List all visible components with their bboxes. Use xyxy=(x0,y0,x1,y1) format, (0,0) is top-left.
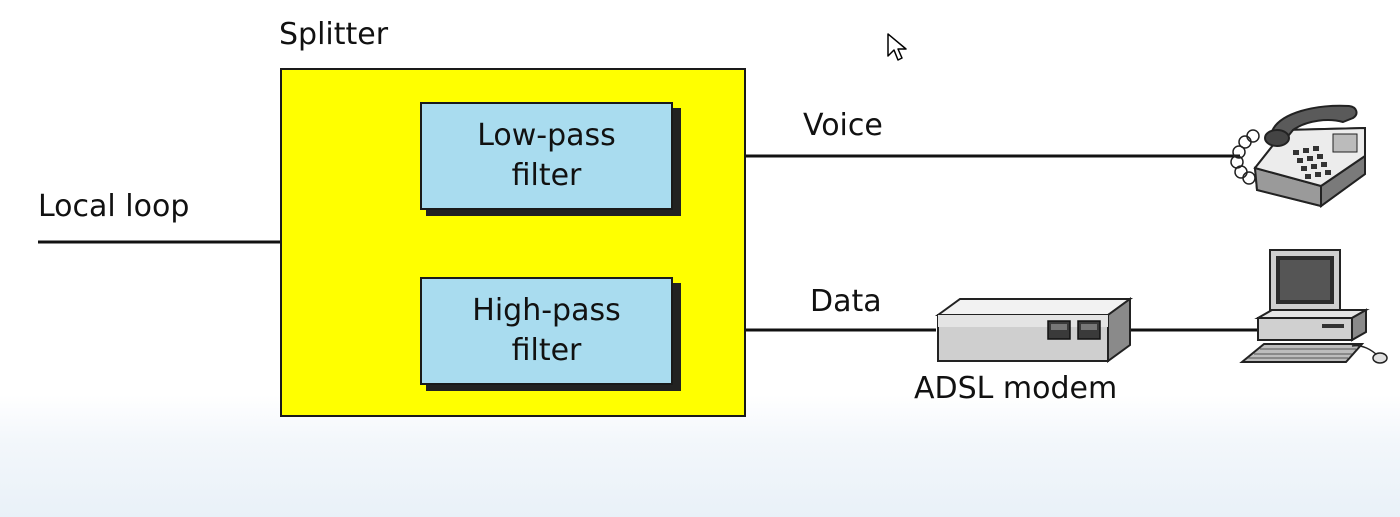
low-pass-filter: Low-pass filter xyxy=(420,102,673,210)
splitter-title: Splitter xyxy=(279,17,389,52)
adsl-modem-label: ADSL modem xyxy=(914,371,1118,406)
high-pass-filter: High-pass filter xyxy=(420,277,673,385)
high-pass-filter-line1: High-pass xyxy=(472,293,621,328)
low-pass-filter-line1: Low-pass xyxy=(477,118,616,153)
data-label: Data xyxy=(810,284,882,319)
high-pass-filter-line2: filter xyxy=(511,333,582,368)
local-loop-label: Local loop xyxy=(38,189,190,224)
mouse-cursor-icon xyxy=(887,33,907,61)
voice-label: Voice xyxy=(803,108,883,143)
low-pass-filter-line2: filter xyxy=(511,158,582,193)
telephone-icon xyxy=(1230,104,1366,208)
computer-icon xyxy=(1239,249,1388,364)
adsl-modem-icon xyxy=(934,297,1134,363)
